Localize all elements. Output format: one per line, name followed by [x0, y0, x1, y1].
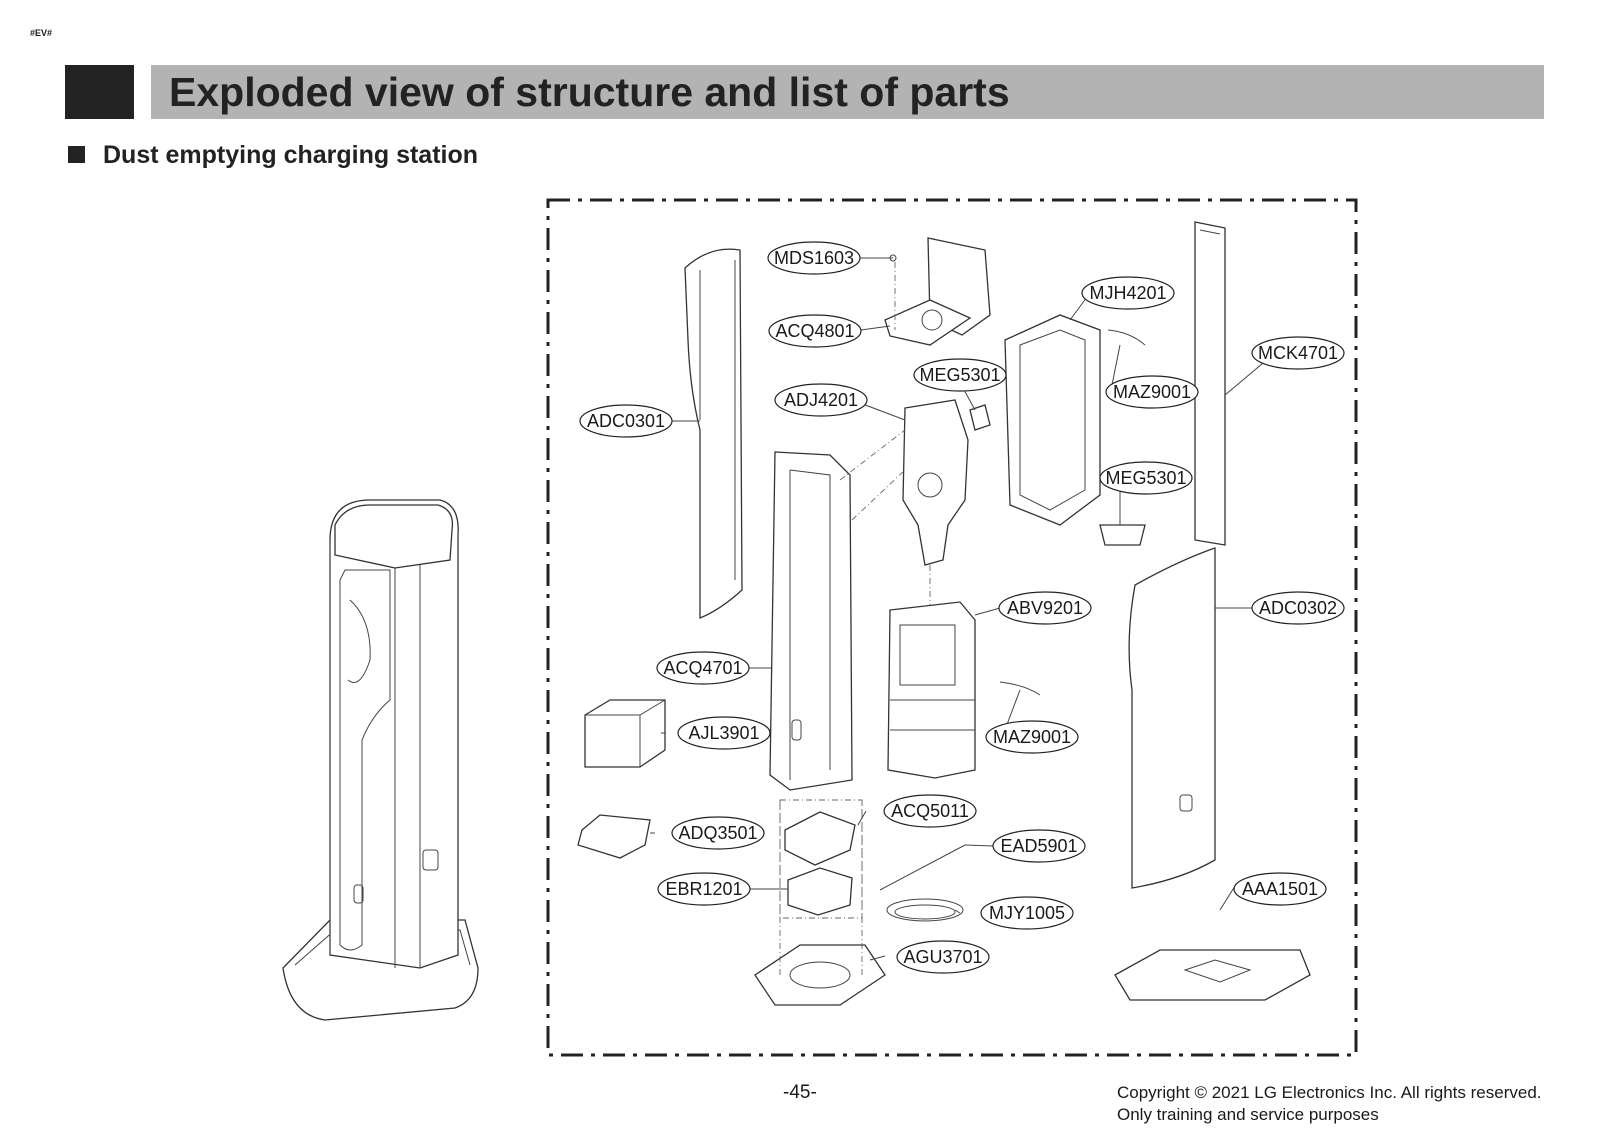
callout-EAD5901: EAD5901 [992, 829, 1086, 863]
callout-AGU3701: AGU3701 [896, 940, 990, 974]
callout-MAZ9001-top: MAZ9001 [1105, 375, 1199, 409]
svg-text:EAD5901: EAD5901 [1000, 836, 1077, 856]
callout-EBR1201: EBR1201 [657, 872, 751, 906]
callout-ADC0302: ADC0302 [1251, 591, 1345, 625]
svg-text:AAA1501: AAA1501 [1242, 879, 1318, 899]
svg-text:MCK4701: MCK4701 [1258, 343, 1338, 363]
callout-MAZ9001-low: MAZ9001 [985, 720, 1079, 754]
svg-text:MAZ9001: MAZ9001 [1113, 382, 1191, 402]
callout-MEG5301-top: MEG5301 [913, 358, 1007, 392]
callout-MEG5301-mid: MEG5301 [1099, 461, 1193, 495]
callout-ACQ4801: ACQ4801 [768, 314, 862, 348]
section-title: Dust emptying charging station [103, 141, 479, 169]
callout-AJL3901: AJL3901 [677, 716, 771, 750]
callout-ADJ4201: ADJ4201 [774, 383, 868, 417]
callout-ACQ5011: ACQ5011 [883, 794, 977, 828]
svg-text:ACQ5011: ACQ5011 [891, 801, 969, 821]
svg-text:MAZ9001: MAZ9001 [993, 727, 1071, 747]
svg-text:ABV9201: ABV9201 [1007, 598, 1083, 618]
svg-text:ADQ3501: ADQ3501 [678, 823, 757, 843]
callout-ACQ4701: ACQ4701 [656, 651, 750, 685]
callout-ABV9201: ABV9201 [998, 591, 1092, 625]
callout-MCK4701: MCK4701 [1251, 336, 1345, 370]
document-tag: #EV# [30, 28, 53, 38]
header-bar [151, 65, 1544, 119]
svg-text:ADJ4201: ADJ4201 [784, 390, 858, 410]
assembled-station-illustration [282, 499, 479, 1021]
callout-MJH4201: MJH4201 [1081, 276, 1175, 310]
svg-text:ACQ4701: ACQ4701 [663, 658, 742, 678]
callout-ADC0301: ADC0301 [579, 404, 673, 438]
svg-text:MDS1603: MDS1603 [774, 248, 854, 268]
copyright-notice: Copyright © 2021 LG Electronics Inc. All… [1117, 1083, 1542, 1102]
svg-text:ADC0302: ADC0302 [1259, 598, 1337, 618]
exploded-view-frame [546, 198, 1358, 1057]
usage-notice: Only training and service purposes [1117, 1105, 1379, 1124]
part-callouts: MDS1603 ACQ4801 MJH4201 MCK4701 MEG5301 … [579, 241, 1345, 974]
svg-text:MJY1005: MJY1005 [989, 903, 1065, 923]
section-bullet [68, 146, 85, 163]
header-block [65, 65, 134, 119]
svg-text:ADC0301: ADC0301 [587, 411, 665, 431]
page-title: Exploded view of structure and list of p… [169, 69, 1010, 115]
callout-MDS1603: MDS1603 [767, 241, 861, 275]
page-number: -45- [783, 1082, 817, 1103]
callout-AAA1501: AAA1501 [1233, 872, 1327, 906]
exploded-parts [577, 221, 1311, 1006]
svg-text:AJL3901: AJL3901 [688, 723, 759, 743]
callout-MJY1005: MJY1005 [980, 896, 1074, 930]
svg-text:MJH4201: MJH4201 [1089, 283, 1166, 303]
svg-text:AGU3701: AGU3701 [903, 947, 982, 967]
svg-text:EBR1201: EBR1201 [665, 879, 742, 899]
svg-text:MEG5301: MEG5301 [1105, 468, 1186, 488]
svg-text:MEG5301: MEG5301 [919, 365, 1000, 385]
callout-ADQ3501: ADQ3501 [671, 816, 765, 850]
svg-text:ACQ4801: ACQ4801 [775, 321, 854, 341]
